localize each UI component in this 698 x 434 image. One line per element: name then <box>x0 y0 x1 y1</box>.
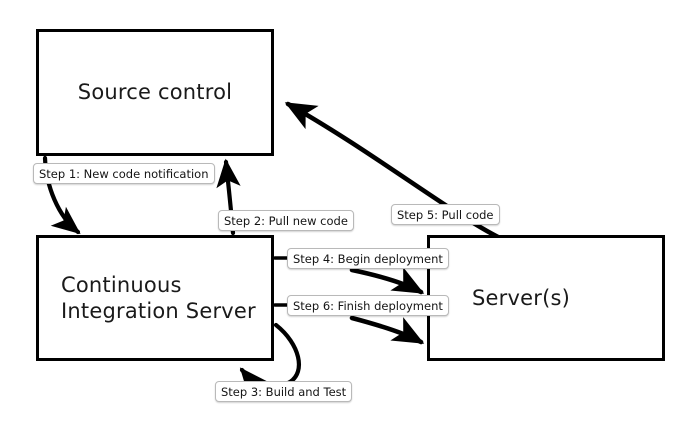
node-servers-label: Server(s) <box>472 285 570 310</box>
edge-label-step1[interactable]: Step 1: New code notification <box>33 163 215 184</box>
node-source-control-label: Source control <box>77 80 233 105</box>
node-source-control[interactable]: Source control <box>36 29 274 156</box>
node-continuous-integration-server-label: Continuous Integration Server <box>61 272 256 323</box>
arrow-step6 <box>349 315 425 345</box>
edge-label-step6[interactable]: Step 6: Finish deployment <box>287 295 449 316</box>
edge-label-step3[interactable]: Step 3: Build and Test <box>215 381 353 402</box>
edge-label-step4[interactable]: Step 4: Begin deployment <box>287 248 449 269</box>
edge-label-step2[interactable]: Step 2: Pull new code <box>218 210 354 231</box>
node-continuous-integration-server[interactable]: Continuous Integration Server <box>36 235 274 361</box>
arrow-step4 <box>349 267 425 295</box>
node-servers[interactable]: Server(s) <box>427 235 665 361</box>
edge-label-step5[interactable]: Step 5: Pull code <box>391 204 500 225</box>
